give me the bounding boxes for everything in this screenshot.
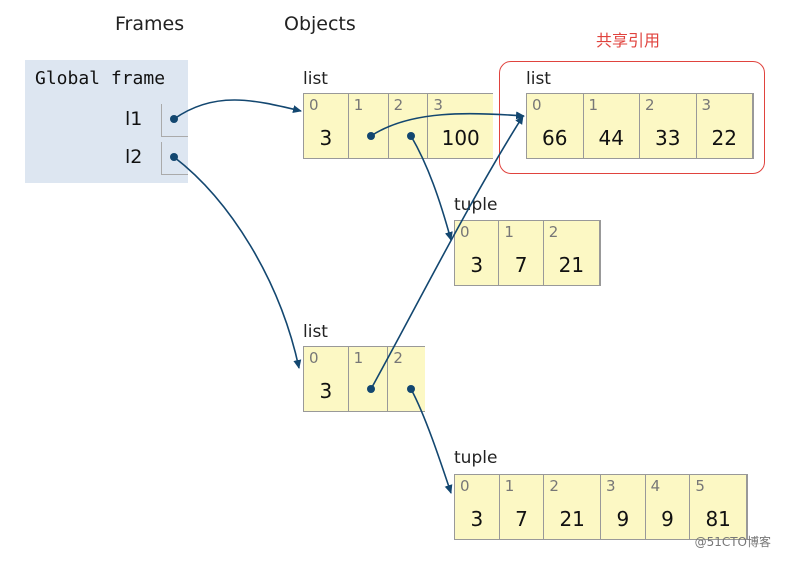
cell-index: 1 (353, 349, 364, 367)
cell-index: 3 (433, 96, 443, 114)
cell-index: 2 (393, 96, 404, 114)
cell-index: 4 (650, 477, 661, 495)
cell-index: 2 (645, 96, 655, 114)
cell-index: 0 (309, 349, 319, 367)
cell-value: 21 (559, 507, 585, 531)
cell-index: 2 (549, 477, 559, 495)
cell-index: 1 (353, 96, 364, 114)
shared-reference-label: 共享引用 (596, 31, 661, 50)
var-l2-name: l2 (125, 146, 143, 168)
cell-index: 0 (532, 96, 542, 114)
objects-header: Objects (284, 13, 356, 35)
global-frame-title: Global frame (35, 68, 166, 89)
tuple-b-label: tuple (454, 448, 498, 468)
arrow-l2-to-list-bottom (173, 156, 302, 369)
cell-value: 22 (711, 126, 737, 150)
list-top-cell: 1 (349, 94, 389, 158)
cell-value: 7 (515, 507, 528, 531)
cell-value: 21 (558, 253, 585, 277)
cell-index: 5 (695, 477, 705, 495)
cell-value: 9 (616, 507, 630, 531)
cell-index: 2 (393, 349, 403, 367)
list-shared-cell: 3 22 (697, 94, 753, 158)
cell-value: 66 (542, 126, 568, 150)
list-top-label: list (303, 69, 328, 89)
cell-value: 7 (514, 253, 528, 277)
cell-index: 2 (548, 223, 559, 241)
cell-index: 0 (460, 477, 470, 495)
cell-value: 3 (470, 507, 484, 531)
arrow-list-bottom-1-to-shared (370, 115, 524, 390)
cell-value: 3 (470, 253, 484, 277)
cell-index: 1 (504, 223, 514, 241)
cell-index: 1 (504, 477, 515, 495)
cell-value: 44 (598, 126, 624, 150)
cell-index: 0 (309, 96, 319, 114)
list-bottom-cell: 2 (388, 347, 425, 411)
arrow-l1-to-list (173, 99, 302, 120)
cell-value: 9 (661, 507, 674, 531)
list-shared-label: list (526, 69, 551, 89)
cell-index: 3 (701, 96, 712, 114)
cell-value: 81 (705, 507, 731, 531)
list-bottom-label: list (303, 322, 328, 342)
arrow-list-top-1-to-shared (370, 111, 525, 137)
list-top-cell: 3 100 (428, 94, 493, 158)
tuple-a-label: tuple (454, 195, 498, 215)
arrow-list-bottom-2-to-tuple-b (410, 388, 453, 494)
var-l1-name: l1 (125, 108, 143, 130)
arrow-list-top-2-to-tuple-a (410, 135, 453, 241)
list-bottom-cell: 1 (349, 347, 389, 411)
cell-value: 33 (655, 126, 681, 150)
list-top-cell: 2 (389, 94, 429, 158)
tuple-a-cell: 2 21 (544, 221, 600, 285)
cell-index: 1 (588, 96, 599, 114)
cell-value: 3 (319, 379, 333, 403)
cell-value: 100 (441, 126, 480, 150)
shared-reference-highlight (499, 61, 765, 174)
watermark: @51CTO博客 (694, 535, 771, 549)
cell-value: 3 (319, 126, 333, 150)
cell-index: 0 (460, 223, 470, 241)
list-shared-cell: 1 44 (584, 94, 640, 158)
cell-index: 3 (605, 477, 616, 495)
frames-header: Frames (115, 13, 185, 35)
